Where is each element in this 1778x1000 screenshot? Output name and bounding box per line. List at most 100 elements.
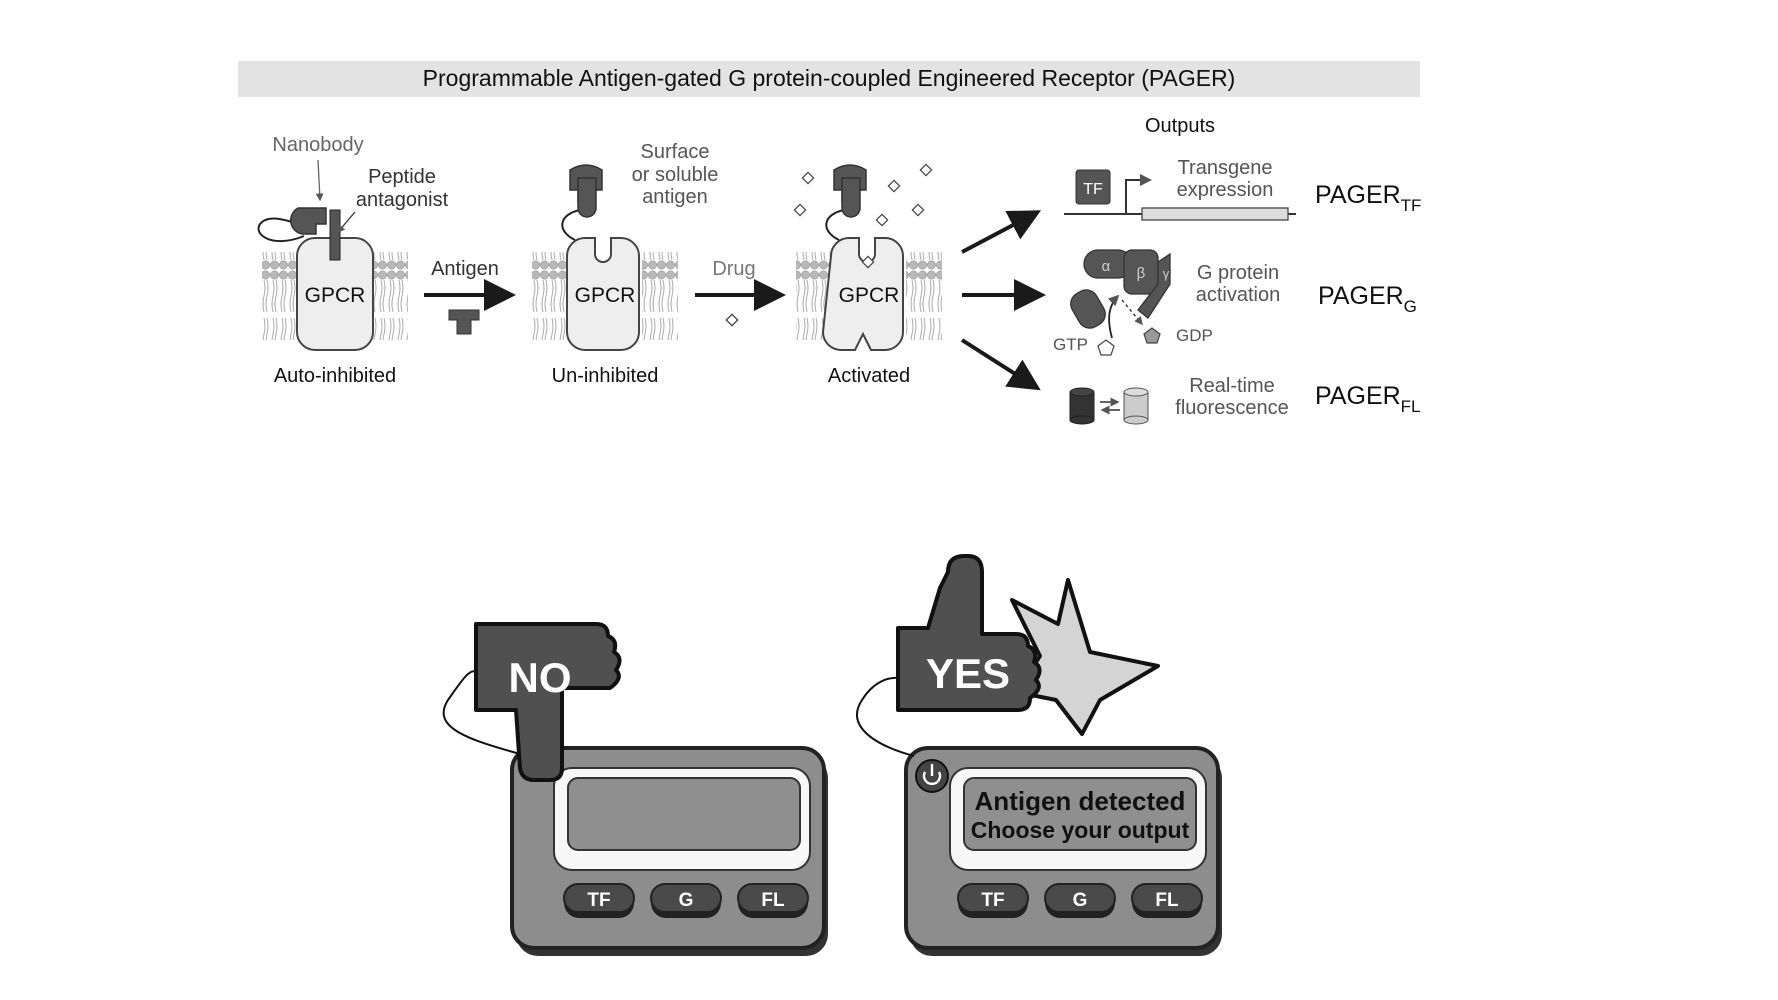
gdp-icon: [1143, 327, 1161, 344]
cord-line: [442, 670, 521, 755]
free-drug-icons: [793, 163, 933, 227]
surface-antigen-label-3: antigen: [642, 186, 708, 208]
dark-cylinder-bottom: [1069, 415, 1095, 425]
pager-g-name: PAGERG: [1318, 282, 1417, 316]
star-icon: [1010, 578, 1160, 736]
button-label: FL: [1155, 890, 1179, 911]
tether-line: [561, 209, 581, 241]
light-cylinder-top: [1123, 387, 1149, 397]
g-beta-label: β: [1137, 265, 1146, 282]
pager-fl-name: PAGERFL: [1315, 382, 1421, 416]
cord-line: [856, 676, 915, 757]
gpcr-label: GPCR: [839, 284, 900, 307]
gpcr-label: GPCR: [575, 284, 636, 307]
g-desc-1: G protein: [1197, 262, 1279, 284]
g-alpha-label: α: [1102, 258, 1111, 275]
membrane-right: [906, 252, 942, 340]
g-desc-2: activation: [1196, 284, 1281, 306]
outputs-heading: Outputs: [1145, 115, 1215, 137]
bound-drug-icon: [861, 255, 875, 269]
button-label: FL: [761, 890, 785, 911]
button-label: TF: [587, 890, 610, 911]
gpcr-receptor: [821, 237, 904, 351]
caption-un-inhibited: Un-inhibited: [552, 365, 659, 387]
membrane-left: [532, 252, 568, 340]
title-banner: [238, 61, 1420, 97]
button-label: TF: [981, 890, 1004, 911]
peptide-antagonist-icon: [329, 209, 341, 261]
gdp-release-arrow: [1121, 299, 1143, 326]
g-alpha-domain-icon: [1070, 289, 1106, 329]
gtp-exchange-arrow: [1107, 294, 1120, 339]
power-button[interactable]: [915, 759, 949, 793]
promoter-arrow: [1125, 174, 1152, 214]
button-g[interactable]: G: [1044, 883, 1116, 918]
yes-sign-label: YES: [926, 650, 1010, 697]
drug-arrow-label: Drug: [712, 258, 755, 280]
gdp-label: GDP: [1176, 326, 1213, 345]
screen-line-1: Antigen detected: [975, 786, 1186, 816]
button-tf[interactable]: TF: [563, 883, 635, 918]
thumbs-up-icon: [896, 554, 1042, 712]
device-screen: [963, 777, 1197, 851]
dark-cylinder-top: [1069, 387, 1095, 397]
light-cylinder-bottom: [1123, 415, 1149, 425]
peptide-label-2: antagonist: [356, 189, 449, 211]
nanobody-icon: [290, 207, 327, 235]
figure-title: Programmable Antigen-gated G protein-cou…: [423, 65, 1236, 91]
g-gamma-label: γ: [1163, 266, 1170, 281]
tf-desc-2: expression: [1177, 179, 1274, 201]
gtp-icon: [1097, 339, 1115, 356]
tf-desc-1: Transgene: [1178, 157, 1273, 179]
surface-antigen-label-2: or soluble: [632, 164, 719, 186]
button-tf[interactable]: TF: [957, 883, 1029, 918]
peptide-pointer: [337, 211, 356, 233]
power-icon: [922, 771, 942, 785]
pager-device-yes: Antigen detected Choose your output TF G…: [856, 554, 1222, 956]
output-arrow-tf: [961, 210, 1042, 254]
gpcr-receptor: [566, 237, 640, 351]
button-label: G: [679, 890, 694, 911]
pager-device-no: TF G FL NO: [442, 622, 828, 956]
gpcr-label: GPCR: [305, 284, 366, 307]
state-un-inhibited: GPCR Surface or soluble antigen Un-inhib…: [532, 141, 718, 387]
surface-antigen-label-1: Surface: [641, 141, 710, 163]
screen-line-2: Choose your output: [971, 817, 1190, 843]
antigen-icon: [448, 309, 480, 335]
device-screen: [567, 777, 801, 851]
no-sign-label: NO: [509, 654, 572, 701]
membrane-left: [262, 252, 298, 340]
output-arrow-fl: [960, 338, 1041, 391]
button-fl[interactable]: FL: [737, 883, 809, 918]
light-cylinder-icon: [1123, 391, 1149, 421]
bound-antigen-icon: [841, 177, 861, 218]
tether-line: [825, 209, 845, 241]
thumbs-down-icon: [474, 622, 622, 782]
tether-line: [257, 217, 305, 243]
membrane-right: [372, 252, 408, 340]
caption-activated: Activated: [828, 365, 910, 387]
output-fl: Real-time fluorescence PAGERFL: [1069, 375, 1421, 425]
fl-desc-1: Real-time: [1189, 375, 1275, 397]
output-tf: TF Transgene expression PAGERTF: [1064, 157, 1421, 221]
membrane-right: [642, 252, 678, 340]
transgene-bar: [1141, 207, 1289, 221]
tf-box-label: TF: [1083, 181, 1103, 198]
pager-tf-name: PAGERTF: [1315, 181, 1421, 215]
tf-box-icon: [1075, 169, 1111, 205]
g-gamma-icon: [1137, 252, 1171, 319]
state-auto-inhibited: GPCR Nanobody Peptide antagonist Auto-in…: [257, 134, 449, 387]
nanobody-pointer: [315, 159, 324, 202]
nanobody-label: Nanobody: [272, 134, 363, 156]
state-activated: GPCR Activated: [793, 163, 942, 387]
caption-auto-inhibited: Auto-inhibited: [274, 365, 396, 387]
button-g[interactable]: G: [650, 883, 722, 918]
fl-desc-2: fluorescence: [1175, 397, 1288, 419]
gtp-label: GTP: [1053, 335, 1088, 354]
bound-antigen-icon: [577, 177, 597, 218]
button-label: G: [1073, 890, 1088, 911]
output-g: α β γ GTP GDP G protein activation PAGER…: [1053, 249, 1417, 356]
button-fl[interactable]: FL: [1131, 883, 1203, 918]
drug-icon: [725, 313, 739, 327]
